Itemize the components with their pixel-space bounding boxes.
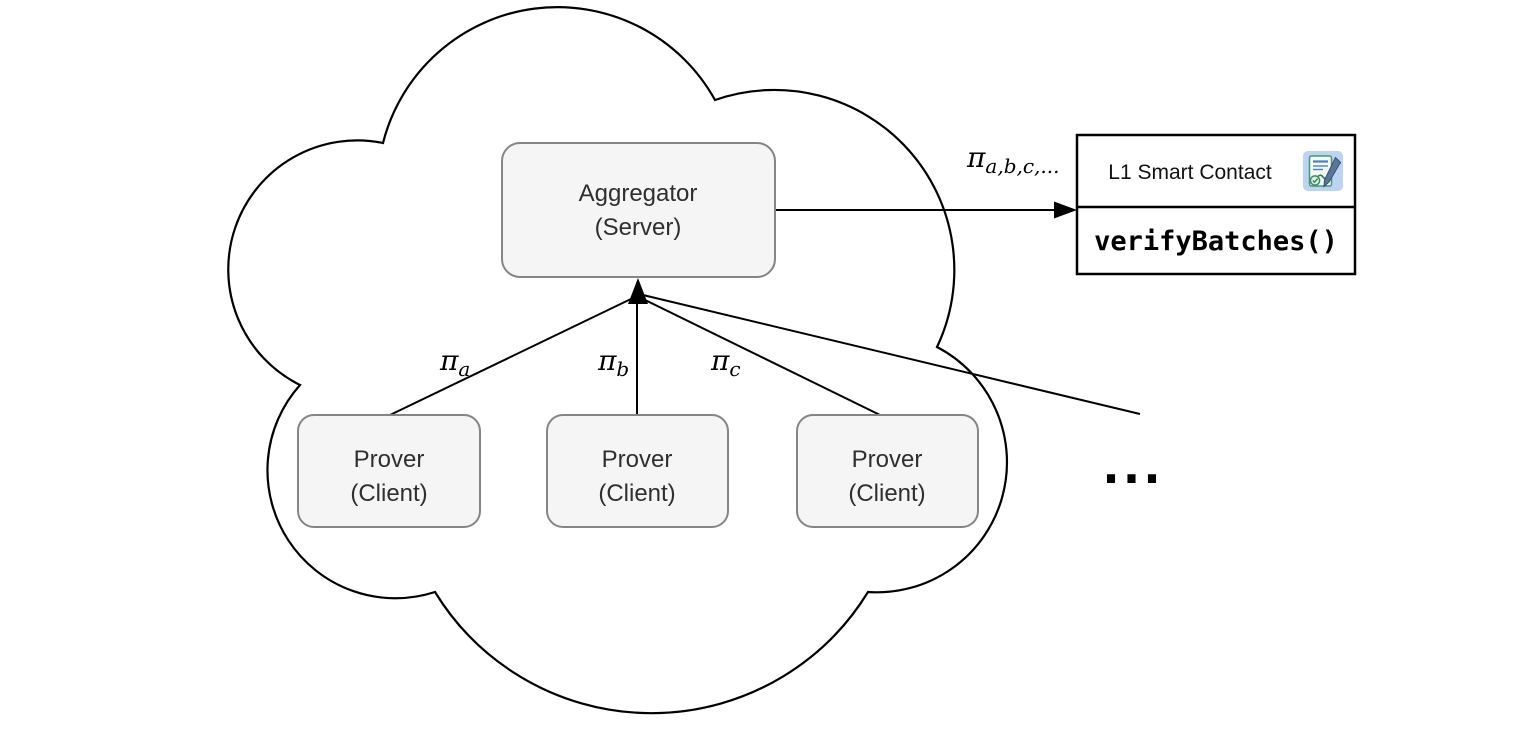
aggregator-box	[501, 142, 776, 278]
more-provers-ellipsis: ...	[1102, 440, 1163, 494]
contract-method: verifyBatches()	[1094, 226, 1338, 257]
aggregator-node: Aggregator (Server)	[501, 142, 776, 278]
prover-b-label-line2: (Client)	[598, 480, 675, 507]
edge-label-proof-a: πa	[439, 344, 470, 381]
edge-prover-more	[642, 294, 1141, 415]
contract-node: L1 Smart Contact verifyBatches()	[1075, 133, 1357, 276]
prover-c-label-line2: (Client)	[848, 480, 925, 507]
prover-a-box	[297, 414, 481, 528]
prover-node-b: Prover (Client)	[546, 414, 729, 528]
edge-label-proof-b: πb	[597, 344, 629, 381]
smart-contract-icon	[1303, 151, 1343, 191]
edge-label-proof-c: πc	[710, 344, 741, 381]
prover-a-label-line1: Prover	[354, 446, 425, 473]
prover-b-label-line1: Prover	[602, 446, 673, 473]
prover-node-c: Prover (Client)	[796, 414, 979, 528]
cloud-outline	[227, 6, 1009, 715]
prover-c-box	[796, 414, 979, 528]
contract-arrowhead-icon	[1054, 201, 1077, 219]
prover-node-a: Prover (Client)	[297, 414, 481, 528]
prover-c-label-line1: Prover	[852, 446, 923, 473]
edge-prover-a	[389, 297, 634, 416]
prover-b-box	[546, 414, 729, 528]
contract-title: L1 Smart Contact	[1108, 161, 1272, 184]
aggregator-label-line1: Aggregator	[579, 180, 698, 207]
aggregator-label-line2: (Server)	[595, 214, 682, 241]
prover-a-label-line2: (Client)	[350, 480, 427, 507]
edge-prover-c	[640, 297, 881, 416]
aggregator-arrowhead-icon	[628, 278, 648, 304]
edge-label-proof-aggregate: πa,b,c,...	[966, 141, 1059, 178]
